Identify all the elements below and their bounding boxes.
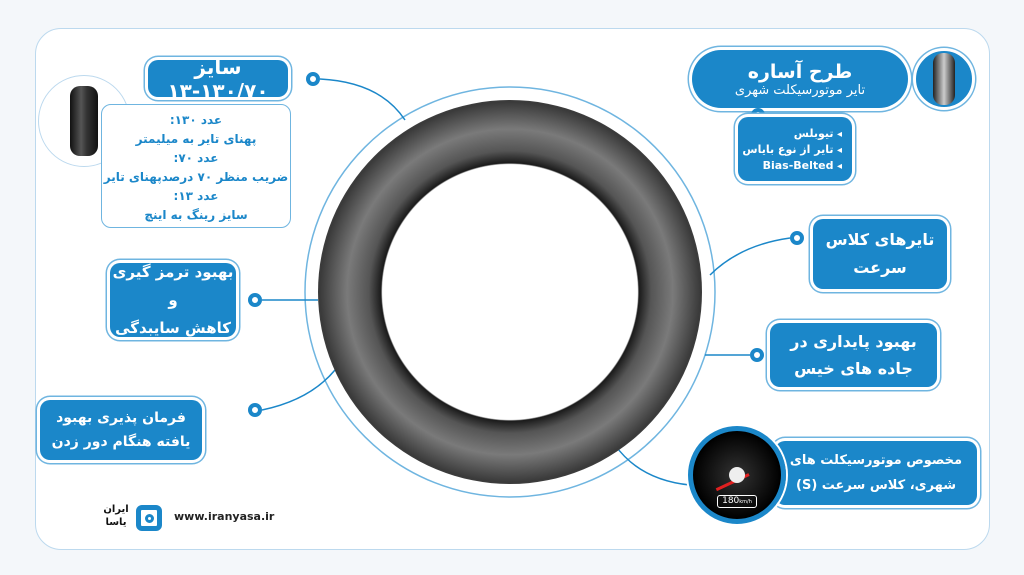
speed-class-box: تایرهای کلاس سرعت <box>813 219 947 289</box>
size-detail-line: ضریب منظر ۷۰ درصدپهنای تایر <box>103 170 289 184</box>
feature-item: تیوبلس <box>738 127 842 140</box>
brake-line: بهبود ترمز گیری و <box>112 263 234 309</box>
city-line: مخصوص موتورسیکلت های <box>789 453 963 468</box>
size-detail-line: عدد ۱۳: <box>173 189 219 203</box>
brand-logo-text: ایران یاسا <box>103 504 129 528</box>
size-detail-line: پهنای تایر به میلیمتر <box>135 132 257 146</box>
city-line: شهری، کلاس سرعت (S) <box>795 478 957 493</box>
size-detail-line: سایز رینگ به اینچ <box>144 208 248 222</box>
pattern-badge: طرح آساره تایر موتورسیکلت شهری <box>692 50 908 108</box>
size-details-box: عدد ۱۳۰: پهنای تایر به میلیمتر عدد ۷۰: ض… <box>101 104 291 228</box>
needle-hub <box>729 467 745 483</box>
connector-dot <box>248 403 262 417</box>
size-detail-line: عدد ۷۰: <box>173 151 219 165</box>
speed-readout: 180km/h <box>717 495 757 508</box>
size-title-badge: سایز ۱۳۰/۷۰-۱۳ <box>148 55 288 103</box>
connector-dot <box>750 348 764 362</box>
pattern-title: طرح آساره <box>747 60 853 83</box>
features-box: تیوبلس تایر از نوع بایاس Bias-Belted <box>738 117 852 181</box>
brake-feature-box: بهبود ترمز گیری و کاهش سایبدگی <box>110 263 236 337</box>
wet-line: جاده های خیس <box>794 359 913 378</box>
tire-tread-thumbnail <box>38 75 130 167</box>
wet-line: بهبود پایداری در <box>790 332 917 351</box>
tire-outline-ring <box>304 86 716 498</box>
connector-dot <box>248 293 262 307</box>
city-speed-box: مخصوص موتورسیکلت های شهری، کلاس سرعت (S) <box>775 441 977 505</box>
feature-item: تایر از نوع بایاس <box>738 143 842 156</box>
tire-image <box>318 100 702 484</box>
pattern-thumbnail <box>913 48 975 110</box>
connector-dot <box>306 72 320 86</box>
size-title: سایز ۱۳۰/۷۰-۱۳ <box>167 54 269 103</box>
website-url[interactable]: www.iranyasa.ir <box>174 510 275 523</box>
steering-line: فرمان پذیری بهبود <box>56 410 186 426</box>
size-detail-line: عدد ۱۳۰: <box>169 113 223 127</box>
feature-item: Bias-Belted <box>738 159 842 172</box>
brake-line: کاهش سایبدگی <box>115 319 231 337</box>
brand-logo-icon <box>136 505 162 531</box>
speed-class-line: تایرهای کلاس <box>825 230 935 249</box>
speedometer-icon: 180km/h <box>688 426 786 524</box>
steering-line: یافته هنگام دور زدن <box>51 434 191 450</box>
connector-dot <box>790 231 804 245</box>
pattern-subtitle: تایر موتورسیکلت شهری <box>734 82 866 98</box>
speed-class-line: سرعت <box>853 258 907 277</box>
wet-road-box: بهبود پایداری در جاده های خیس <box>770 323 937 387</box>
steering-feature-box: فرمان پذیری بهبود یافته هنگام دور زدن <box>40 400 202 460</box>
